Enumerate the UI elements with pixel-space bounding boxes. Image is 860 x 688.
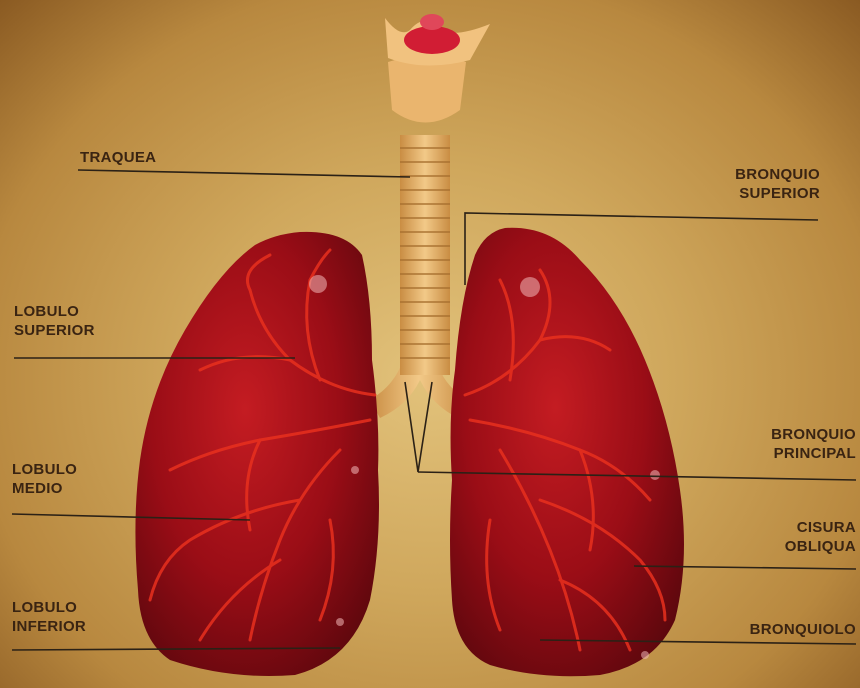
- label-cisura-obliqua-line1: CISURA: [785, 518, 856, 537]
- label-cisura-obliqua-line2: OBLIQUA: [785, 537, 856, 556]
- label-bronquiolo-text: BRONQUIOLO: [750, 620, 856, 639]
- label-bronquio-superior: BRONQUIO SUPERIOR: [735, 165, 820, 203]
- label-bronquio-principal: BRONQUIO PRINCIPAL: [771, 425, 856, 463]
- label-traquea: TRAQUEA: [80, 148, 156, 167]
- label-lobulo-medio: LOBULO MEDIO: [12, 460, 77, 498]
- label-bronquio-superior-line2: SUPERIOR: [735, 184, 820, 203]
- label-bronquio-principal-line1: BRONQUIO: [771, 425, 856, 444]
- label-lobulo-inferior-line2: INFERIOR: [12, 617, 86, 636]
- label-traquea-text: TRAQUEA: [80, 148, 156, 167]
- larynx: [388, 56, 466, 123]
- label-lobulo-medio-line1: LOBULO: [12, 460, 77, 479]
- label-cisura-obliqua: CISURA OBLIQUA: [785, 518, 856, 556]
- label-lobulo-superior: LOBULO SUPERIOR: [14, 302, 95, 340]
- larynx-opening: [404, 26, 460, 54]
- label-bronquio-principal-line2: PRINCIPAL: [771, 444, 856, 463]
- label-lobulo-superior-line2: SUPERIOR: [14, 321, 95, 340]
- label-lobulo-inferior: LOBULO INFERIOR: [12, 598, 86, 636]
- label-bronquio-superior-line1: BRONQUIO: [735, 165, 820, 184]
- line-traquea: [78, 170, 410, 177]
- left-lung: [450, 228, 684, 676]
- trachea: [400, 135, 450, 375]
- label-bronquiolo: BRONQUIOLO: [750, 620, 856, 639]
- label-lobulo-medio-line2: MEDIO: [12, 479, 77, 498]
- label-lobulo-superior-line1: LOBULO: [14, 302, 95, 321]
- label-lobulo-inferior-line1: LOBULO: [12, 598, 86, 617]
